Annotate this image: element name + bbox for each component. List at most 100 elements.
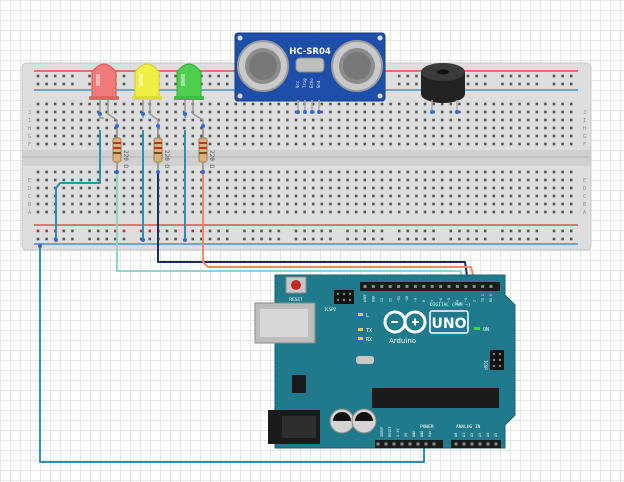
breadboard-hole[interactable] <box>354 186 358 190</box>
breadboard-hole[interactable] <box>337 194 341 198</box>
breadboard-hole[interactable] <box>311 142 315 146</box>
breadboard-hole[interactable] <box>509 194 513 198</box>
power-pin-hole[interactable] <box>384 442 388 446</box>
breadboard-hole[interactable] <box>432 186 435 190</box>
breadboard-hole[interactable] <box>148 202 152 206</box>
breadboard-hole[interactable] <box>62 74 66 78</box>
breadboard-hole[interactable] <box>53 102 57 106</box>
breadboard-hole[interactable] <box>148 178 152 182</box>
digital-pin-hole[interactable] <box>481 285 485 288</box>
breadboard-hole[interactable] <box>71 82 74 86</box>
breadboard-hole[interactable] <box>71 126 74 130</box>
breadboard-hole[interactable] <box>389 194 392 198</box>
digital-pin-hole[interactable] <box>397 285 401 288</box>
breadboard-hole[interactable] <box>286 126 289 130</box>
breadboard-hole[interactable] <box>552 202 556 206</box>
breadboard-hole[interactable] <box>243 102 246 106</box>
breadboard-hole[interactable] <box>363 126 367 130</box>
breadboard-hole[interactable] <box>320 194 324 198</box>
breadboard-hole[interactable] <box>234 110 238 114</box>
breadboard-hole[interactable] <box>225 110 229 114</box>
breadboard-hole[interactable] <box>569 186 573 190</box>
breadboard-hole[interactable] <box>286 202 289 206</box>
breadboard-hole[interactable] <box>372 118 375 122</box>
breadboard-hole[interactable] <box>174 74 177 78</box>
breadboard-hole[interactable] <box>372 134 375 138</box>
breadboard-hole[interactable] <box>440 170 444 174</box>
breadboard-hole[interactable] <box>303 134 306 138</box>
breadboard-hole[interactable] <box>432 210 435 214</box>
breadboard-hole[interactable] <box>303 229 306 233</box>
breadboard-hole[interactable] <box>200 237 203 241</box>
breadboard-hole[interactable] <box>466 74 470 78</box>
breadboard-hole[interactable] <box>243 126 246 130</box>
breadboard-hole[interactable] <box>380 102 384 106</box>
breadboard-hole[interactable] <box>406 142 410 146</box>
breadboard-hole[interactable] <box>268 142 272 146</box>
breadboard-hole[interactable] <box>320 178 324 182</box>
breadboard-hole[interactable] <box>88 102 91 106</box>
breadboard-hole[interactable] <box>526 170 530 174</box>
breadboard-hole[interactable] <box>561 237 564 241</box>
breadboard-hole[interactable] <box>36 110 40 114</box>
breadboard-hole[interactable] <box>492 118 496 122</box>
breadboard-hole[interactable] <box>88 178 91 182</box>
breadboard-hole[interactable] <box>243 237 246 241</box>
breadboard-hole[interactable] <box>208 74 212 78</box>
breadboard-hole[interactable] <box>96 126 100 130</box>
breadboard-hole[interactable] <box>346 210 349 214</box>
breadboard-hole[interactable] <box>251 118 255 122</box>
breadboard-hole[interactable] <box>440 102 444 106</box>
breadboard-hole[interactable] <box>139 110 143 114</box>
breadboard-hole[interactable] <box>449 126 453 130</box>
breadboard-hole[interactable] <box>363 229 367 233</box>
breadboard-hole[interactable] <box>346 118 349 122</box>
breadboard-hole[interactable] <box>191 134 195 138</box>
breadboard-hole[interactable] <box>174 210 177 214</box>
breadboard-hole[interactable] <box>96 202 100 206</box>
breadboard-hole[interactable] <box>311 178 315 182</box>
breadboard-hole[interactable] <box>346 229 349 233</box>
digital-pin-hole[interactable] <box>405 285 409 288</box>
breadboard-hole[interactable] <box>122 134 126 138</box>
breadboard-hole[interactable] <box>406 118 410 122</box>
breadboard-hole[interactable] <box>157 102 160 106</box>
breadboard-hole[interactable] <box>260 194 263 198</box>
breadboard-hole[interactable] <box>526 74 530 78</box>
breadboard-hole[interactable] <box>71 118 74 122</box>
breadboard-hole[interactable] <box>458 142 461 146</box>
breadboard-hole[interactable] <box>208 186 212 190</box>
breadboard-hole[interactable] <box>483 82 487 86</box>
breadboard-hole[interactable] <box>311 237 315 241</box>
breadboard-hole[interactable] <box>277 229 281 233</box>
breadboard-hole[interactable] <box>71 202 74 206</box>
breadboard-hole[interactable] <box>526 134 530 138</box>
breadboard-hole[interactable] <box>535 118 539 122</box>
breadboard-hole[interactable] <box>363 178 367 182</box>
breadboard-hole[interactable] <box>243 178 246 182</box>
breadboard-hole[interactable] <box>346 170 349 174</box>
breadboard-hole[interactable] <box>389 102 392 106</box>
breadboard-hole[interactable] <box>535 142 539 146</box>
breadboard-hole[interactable] <box>225 229 229 233</box>
breadboard-hole[interactable] <box>234 118 238 122</box>
breadboard-hole[interactable] <box>45 178 48 182</box>
breadboard-hole[interactable] <box>466 110 470 114</box>
breadboard-hole[interactable] <box>88 194 91 198</box>
breadboard-hole[interactable] <box>415 237 418 241</box>
breadboard-hole[interactable] <box>200 178 203 182</box>
breadboard-hole[interactable] <box>535 237 539 241</box>
breadboard-hole[interactable] <box>268 186 272 190</box>
breadboard-hole[interactable] <box>277 102 281 106</box>
breadboard-hole[interactable] <box>122 186 126 190</box>
breadboard-hole[interactable] <box>268 102 272 106</box>
breadboard-hole[interactable] <box>36 126 40 130</box>
breadboard-hole[interactable] <box>88 118 91 122</box>
breadboard-hole[interactable] <box>389 126 392 130</box>
breadboard-hole[interactable] <box>509 102 513 106</box>
breadboard-hole[interactable] <box>53 142 57 146</box>
breadboard-hole[interactable] <box>458 194 461 198</box>
breadboard-hole[interactable] <box>552 229 556 233</box>
breadboard-hole[interactable] <box>501 202 504 206</box>
breadboard-hole[interactable] <box>449 142 453 146</box>
